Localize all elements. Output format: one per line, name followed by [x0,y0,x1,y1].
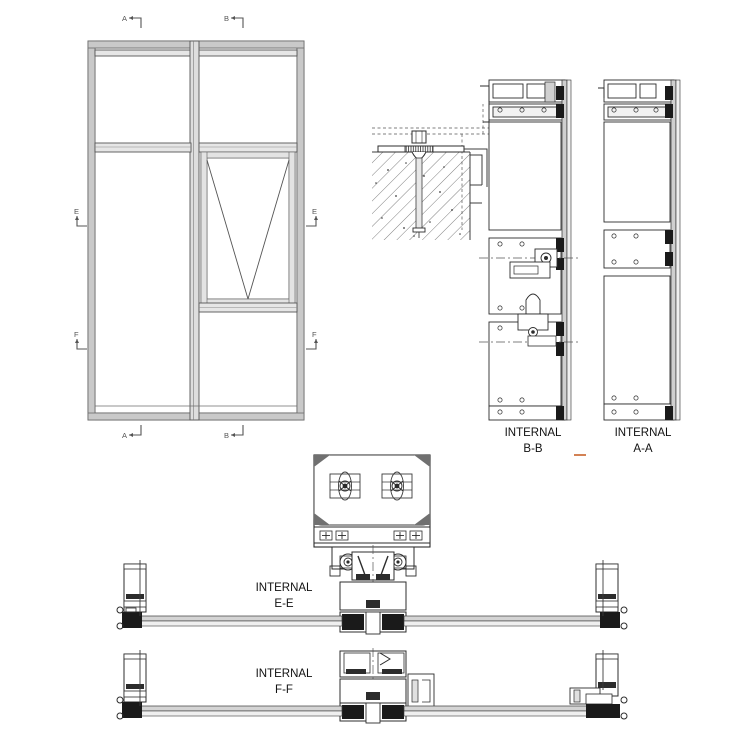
centre-mullion [189,40,200,421]
section-mark-label: A [122,14,127,23]
top-fixing-plate-detail [313,454,431,548]
section-bb-label: B-B [523,443,543,455]
section-mark-b-top: B [224,14,244,29]
left-leaf-transom [94,142,192,153]
anchor-bolt [411,130,427,238]
frame-elevation: A B A B E [74,14,318,440]
plate-corner-shading [314,455,430,525]
section-ee-left-jamb [116,560,147,630]
section-mark-f-left: F [74,330,88,350]
section-mark-e-right: E [306,207,318,227]
section-ee-right-jamb [595,560,628,630]
plate-bolt-assembly [329,471,413,501]
section-ff-label: F-F [275,684,293,696]
section-mark-label: A [122,431,127,440]
section-ff: INTERNAL F-F [116,648,628,724]
section-bb-lock-detail [479,248,580,279]
section-ee-centre-hardware [329,545,417,635]
section-aa-internal-label: INTERNAL [615,427,672,439]
section-mark-a-top: A [122,14,142,29]
right-leaf-lower-transom [198,302,298,313]
section-mark-label: F [74,330,79,339]
section-mark-f-right: F [306,330,318,350]
section-bb: INTERNAL B-B [479,79,580,455]
vent-swing-symbol [206,159,290,300]
section-mark-label: B [224,14,229,23]
section-mark-a-bottom: A [122,424,142,440]
plate-bottom-rail [313,526,431,544]
section-aa: INTERNAL A-A [598,79,681,455]
section-mark-b-bottom: B [224,424,244,440]
section-mark-label: B [224,431,229,440]
section-ff-internal-label: INTERNAL [256,668,313,680]
section-mark-e-left: E [74,207,88,227]
section-ee-internal-label: INTERNAL [256,582,313,594]
section-aa-glazing [670,79,681,421]
section-aa-pressure-plates [665,86,673,420]
section-bb-latch-detail [479,293,580,347]
section-mark-label: F [312,330,317,339]
anchor-base-plate [377,145,465,153]
section-aa-screw-ports [611,107,659,415]
section-ff-right-jamb [569,650,628,720]
section-ff-centre-hardware [339,648,435,724]
section-mark-label: E [312,207,317,216]
section-ff-left-jamb [116,650,147,720]
section-mark-label: E [74,207,79,216]
concrete-anchor-detail [372,98,490,240]
section-ee: INTERNAL E-E [116,545,628,635]
section-bb-pressure-plates [556,86,564,420]
section-aa-label: A-A [633,443,653,455]
right-leaf-vent [200,151,296,306]
right-leaf-upper-transom [198,142,298,153]
section-ee-label: E-E [274,598,294,610]
section-bb-internal-label: INTERNAL [505,427,562,439]
section-aa-body [603,121,675,421]
elevation-section-marks: A B A B E [74,14,318,440]
bracket-arm [464,148,488,204]
